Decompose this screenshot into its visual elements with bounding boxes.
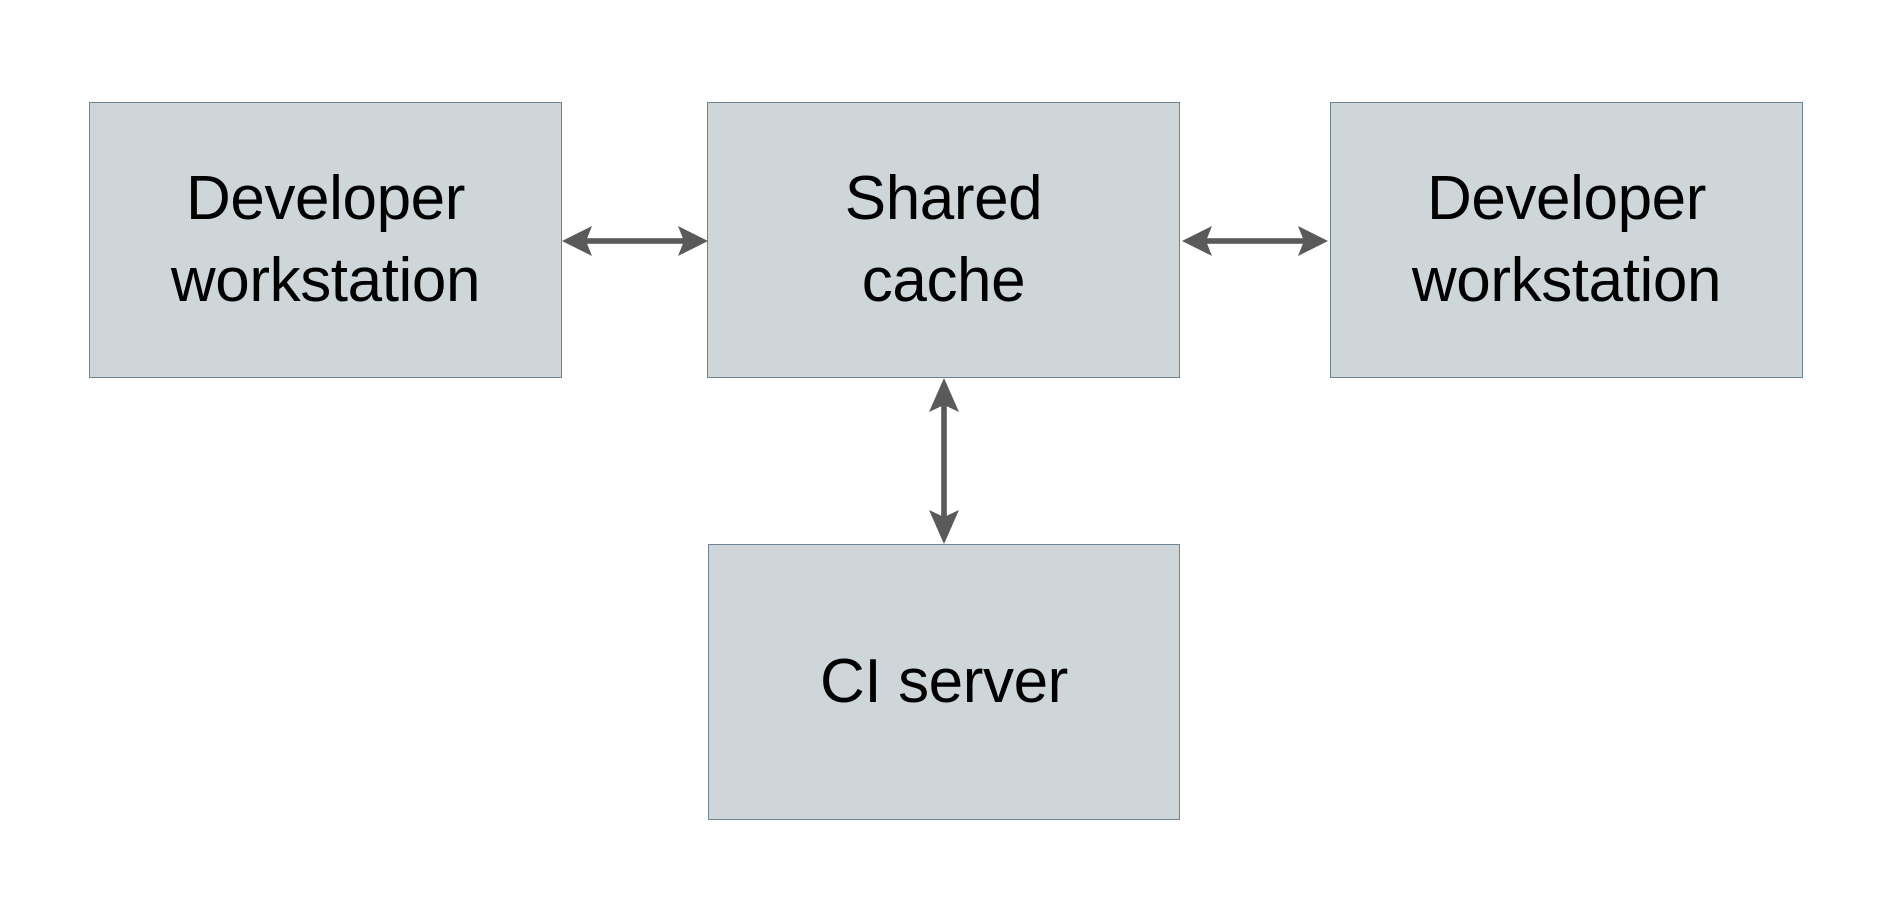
node-shared-cache[interactable]: Shared cache (707, 102, 1180, 378)
node-label: Developer workstation (1411, 164, 1722, 315)
node-label: CI server (820, 647, 1068, 717)
edge-shared-cache-to-developer-right (1179, 212, 1331, 270)
node-developer-workstation-left[interactable]: Developer workstation (89, 102, 562, 378)
bidirectional-arrow-icon (562, 226, 708, 256)
bidirectional-arrow-icon (1182, 226, 1328, 256)
node-developer-workstation-right[interactable]: Developer workstation (1330, 102, 1803, 378)
bidirectional-arrow-icon (929, 378, 959, 544)
node-ci-server[interactable]: CI server (708, 544, 1180, 820)
edge-shared-cache-to-ci-server (915, 376, 973, 546)
edge-developer-left-to-shared-cache (560, 212, 710, 270)
node-label: Developer workstation (170, 164, 481, 315)
node-label: Shared cache (844, 164, 1043, 315)
